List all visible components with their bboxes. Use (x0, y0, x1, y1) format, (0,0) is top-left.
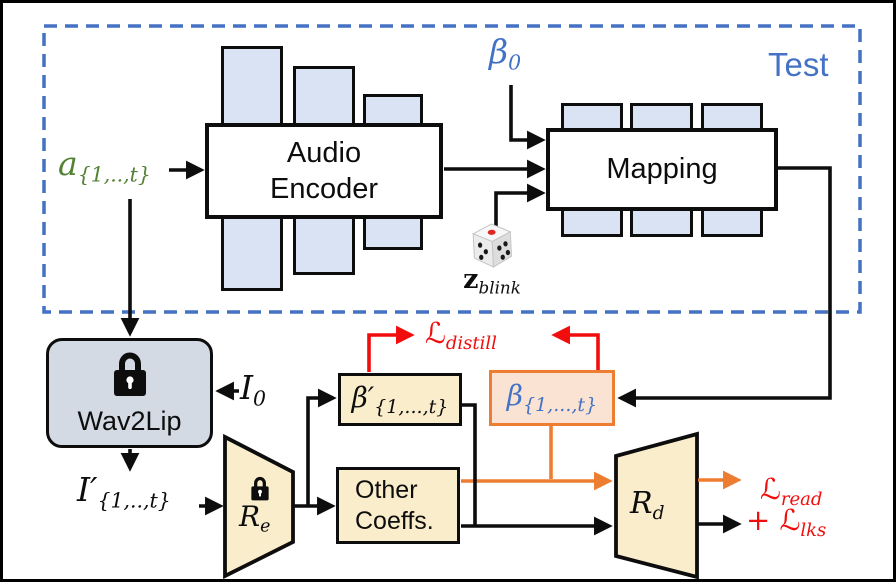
mapping-node: Mapping (546, 128, 778, 211)
arrow-re-to-beta-prime (306, 388, 337, 506)
audio-encoder-node: Audio Encoder (205, 123, 443, 219)
audio-input-label: a{1,..,t} (58, 144, 151, 187)
arrow-beta-prime-to-distill (367, 325, 415, 372)
other-coeffs-label-line2: Coeffs. (355, 506, 434, 535)
test-region-label: Test (768, 46, 829, 83)
audio-encoder-label-line2: Encoder (269, 173, 378, 205)
wav2lip-label: Wav2Lip (77, 406, 182, 436)
identity-input-label: I0 (240, 368, 267, 411)
lock-icon (109, 349, 151, 406)
other-coeffs-node: Other Coeffs. (336, 467, 460, 544)
encoder-feature-bar (293, 66, 355, 128)
arrow-beta-to-distill (551, 325, 600, 370)
encoder-feature-bar (221, 214, 283, 291)
z-blink-label: zblink (463, 264, 521, 298)
beta-label: β{1,...,t} (506, 379, 598, 417)
line-beta-prime-to-black-bus (462, 403, 477, 526)
wav2lip-node: Wav2Lip (46, 338, 213, 448)
beta-prime-node: β′{1,...,t} (338, 373, 462, 426)
generated-frames-label: I′{1,..,t} (77, 470, 171, 513)
beta-zero-label: β0 (489, 32, 522, 75)
encoder-feature-bar (293, 214, 355, 275)
audio-encoder-label-line1: Audio (286, 137, 362, 169)
arrow-beta0-to-mapping (509, 85, 546, 150)
mapping-label: Mapping (606, 153, 718, 185)
encoder-feature-bar (221, 46, 283, 128)
other-coeffs-label-line1: Other (355, 475, 418, 504)
lks-loss-label: + ℒlks (746, 503, 827, 541)
beta-prime-label: β′{1,...,t} (351, 380, 449, 419)
beta-node: β{1,...,t} (489, 370, 615, 426)
re-encoder-label: Re (239, 500, 271, 537)
distill-loss-label: ℒdistill (425, 316, 497, 354)
rd-decoder-label: Rd (630, 486, 665, 524)
encoder-feature-bar (363, 214, 423, 250)
read-loss-label: ℒread (760, 472, 823, 510)
